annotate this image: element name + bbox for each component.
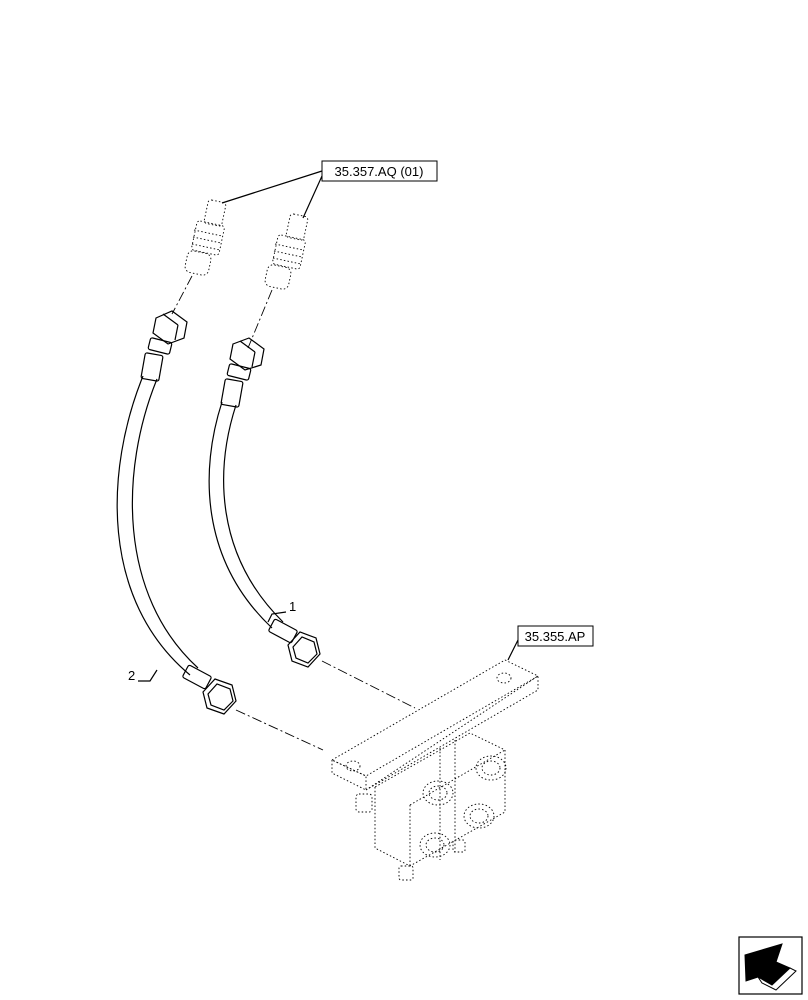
- leader-line: [221, 170, 323, 204]
- item-callout-1-label: 1: [289, 599, 296, 614]
- ref-callout-couplers-label: 35.357.AQ (01): [335, 164, 424, 179]
- leader-line: [302, 175, 323, 219]
- hose-1[interactable]: [208, 337, 321, 668]
- coupler-right: [264, 213, 309, 290]
- ref-callout-valve-label: 35.355.AP: [525, 629, 586, 644]
- valve-block: [331, 659, 539, 881]
- ref-callout-couplers[interactable]: 35.357.AQ (01): [221, 160, 438, 219]
- previous-page-arrow-icon[interactable]: [738, 936, 803, 995]
- centerline: [321, 660, 416, 709]
- ref-callout-valve[interactable]: 35.355.AP: [507, 625, 594, 661]
- centerline: [247, 289, 273, 349]
- item-callout-1[interactable]: 1: [267, 599, 296, 623]
- item-callout-2[interactable]: 2: [128, 668, 158, 683]
- hose-2[interactable]: [116, 310, 237, 715]
- item-callout-2-label: 2: [128, 668, 135, 683]
- leader-line: [507, 639, 519, 661]
- coupler-left: [184, 199, 227, 276]
- centerline: [235, 709, 324, 751]
- centerline: [171, 275, 193, 315]
